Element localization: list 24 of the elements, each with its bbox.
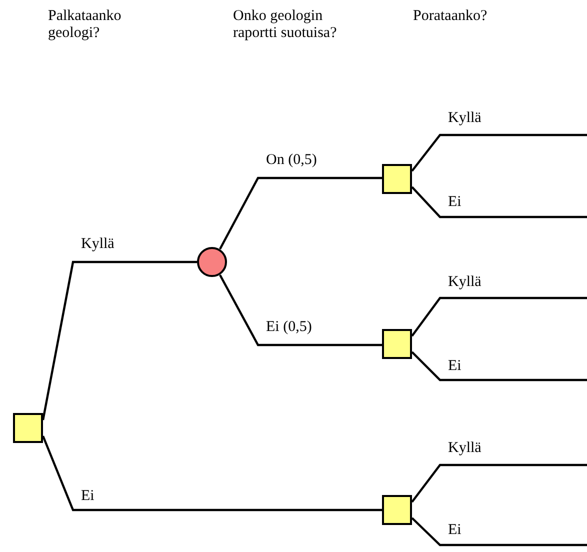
edge-label: Kyllä	[447, 110, 482, 126]
tree-branch	[411, 464, 587, 503]
edge-label: Kyllä	[80, 236, 116, 252]
tree-branch	[411, 186, 587, 218]
edge-label: Kyllä	[447, 440, 482, 456]
decision-node	[13, 413, 43, 443]
edge-label: Ei (0,5)	[265, 319, 313, 335]
column-heading: Palkataanko geologi?	[48, 8, 122, 42]
column-heading: Onko geologin raportti suotuisa?	[233, 8, 338, 42]
tree-branch	[411, 134, 587, 172]
tree-branch	[411, 517, 587, 546]
decision-node	[382, 495, 412, 525]
decision-node	[382, 164, 412, 194]
tree-branch	[219, 176, 382, 250]
column-heading: Porataanko?	[413, 8, 488, 25]
edge-label: Kyllä	[447, 274, 482, 290]
chance-node	[197, 247, 227, 277]
decision-node	[382, 329, 412, 359]
edge-label: On (0,5)	[265, 152, 318, 168]
tree-branch	[42, 436, 382, 512]
tree-branch	[411, 296, 587, 337]
tree-branch	[411, 351, 587, 382]
tree-branch	[219, 274, 382, 346]
tree-branch	[42, 260, 197, 420]
